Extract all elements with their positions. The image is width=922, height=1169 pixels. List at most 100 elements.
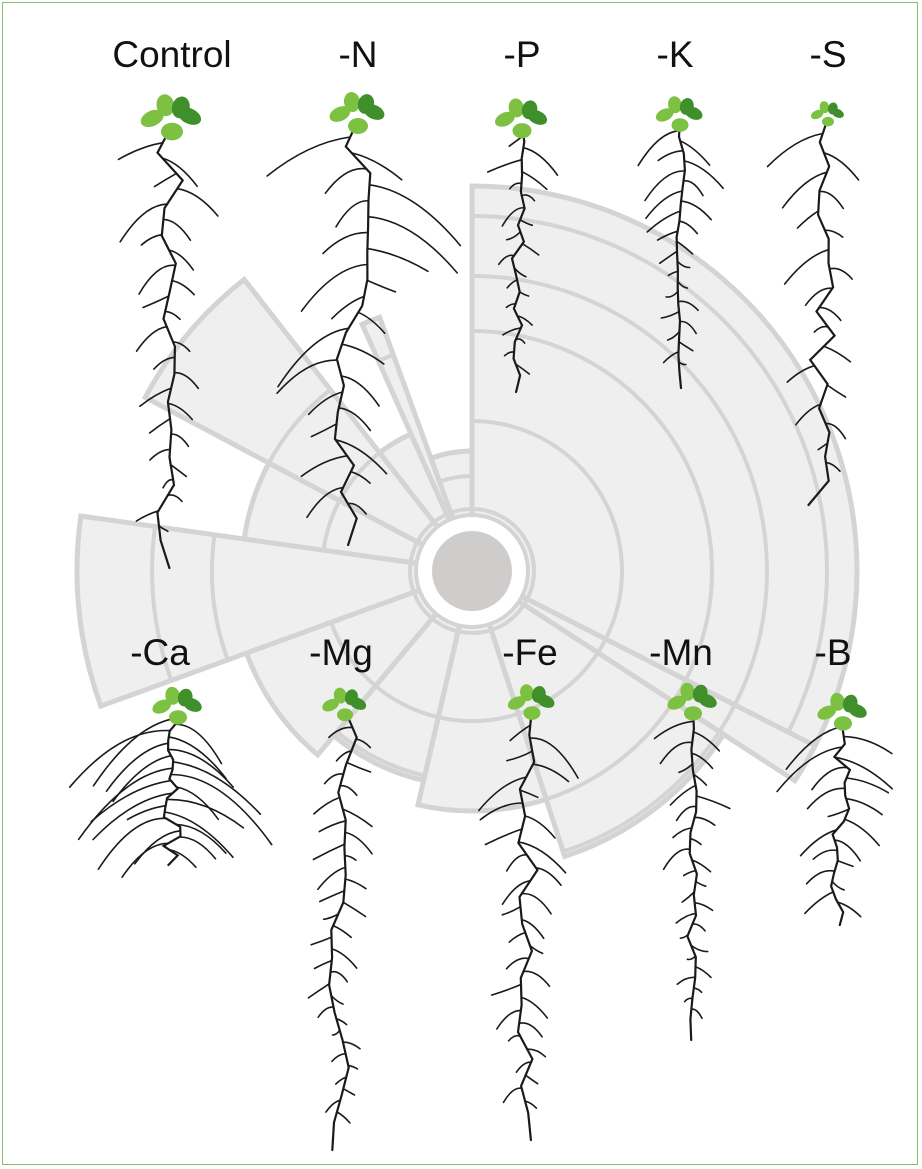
lateral-root <box>502 907 520 915</box>
label-minus-s: -S <box>810 36 847 73</box>
label-minus-n: -N <box>338 36 377 73</box>
leaf <box>337 708 353 721</box>
lateral-root <box>136 511 158 521</box>
leaf <box>161 123 183 141</box>
lateral-root <box>492 985 521 996</box>
lateral-root <box>345 879 366 889</box>
lateral-root <box>519 842 566 873</box>
lateral-root <box>695 903 713 911</box>
label-minus-k: -K <box>657 36 694 73</box>
lateral-root <box>645 171 685 201</box>
lateral-root <box>497 1010 521 1029</box>
lateral-root <box>336 201 369 227</box>
lateral-root <box>526 1075 538 1084</box>
lateral-root <box>332 1054 346 1062</box>
lateral-root <box>313 844 344 859</box>
lateral-root <box>343 902 365 916</box>
lateral-root <box>176 825 226 854</box>
lateral-root <box>521 997 547 1018</box>
lateral-root <box>163 480 173 488</box>
lateral-root <box>824 346 851 362</box>
lateral-root <box>318 867 345 889</box>
lateral-root <box>830 268 853 279</box>
lateral-root <box>801 830 837 856</box>
lateral-root <box>98 818 165 869</box>
lateral-root <box>524 971 550 986</box>
lateral-root <box>695 817 715 825</box>
lateral-root <box>320 891 345 902</box>
lateral-root <box>352 153 402 180</box>
lateral-root <box>486 829 522 845</box>
lateral-root <box>684 161 723 188</box>
lateral-root <box>691 1009 702 1018</box>
lateral-root <box>845 819 880 845</box>
label-control: Control <box>112 36 231 73</box>
lateral-root <box>343 1089 354 1095</box>
lateral-root <box>107 743 169 791</box>
leaf <box>672 118 689 132</box>
label-minus-ca: -Ca <box>130 634 190 671</box>
lateral-root <box>522 172 547 190</box>
lateral-root <box>323 233 368 254</box>
lateral-root <box>504 1088 522 1102</box>
lateral-root <box>522 894 551 914</box>
lateral-root <box>340 786 357 796</box>
lateral-root <box>679 221 697 233</box>
lateral-root <box>509 933 525 943</box>
lateral-root <box>314 798 340 814</box>
lateral-root <box>172 281 194 295</box>
leaf <box>348 118 368 134</box>
lateral-root <box>785 250 829 284</box>
lateral-root <box>143 296 169 307</box>
lateral-root <box>697 796 730 809</box>
lateral-root <box>137 327 167 352</box>
lateral-root <box>690 839 701 845</box>
lateral-root <box>658 151 683 161</box>
lateral-root <box>325 169 366 194</box>
lateral-root <box>682 892 694 902</box>
lateral-root <box>684 871 696 876</box>
lateral-root <box>808 788 845 808</box>
lateral-root <box>155 173 177 186</box>
hub <box>432 531 512 611</box>
leaf <box>834 716 852 730</box>
lateral-root <box>119 143 163 160</box>
lateral-root <box>838 861 853 867</box>
lateral-root <box>503 881 531 904</box>
leaf <box>822 117 834 127</box>
lateral-root <box>91 781 171 822</box>
lateral-root <box>370 185 461 246</box>
label-minus-b: -B <box>815 634 852 671</box>
lateral-root <box>819 191 843 208</box>
lateral-root <box>812 767 848 789</box>
lateral-root <box>343 809 372 826</box>
primary-root <box>164 712 181 865</box>
lateral-root <box>677 977 695 984</box>
lateral-root <box>163 219 190 240</box>
lateral-root <box>267 137 350 176</box>
lateral-root <box>832 882 844 890</box>
lateral-root <box>509 1036 521 1041</box>
lateral-root <box>768 134 823 167</box>
lateral-root <box>337 1112 350 1123</box>
leaf <box>513 123 532 138</box>
lateral-root <box>331 972 348 982</box>
label-minus-p: -P <box>504 36 541 73</box>
lateral-root <box>664 849 690 869</box>
lateral-root <box>333 926 351 938</box>
lateral-root <box>696 967 712 978</box>
lateral-root <box>368 217 457 273</box>
leaf <box>169 710 187 724</box>
lateral-root <box>673 828 692 838</box>
lateral-root <box>177 189 218 216</box>
lateral-root <box>169 250 193 270</box>
leaf <box>684 706 702 720</box>
lateral-root <box>519 1023 542 1037</box>
lateral-root <box>807 871 835 884</box>
lateral-root <box>805 892 833 914</box>
lateral-root <box>827 385 845 397</box>
lateral-root <box>798 211 819 228</box>
lateral-root <box>846 799 882 815</box>
